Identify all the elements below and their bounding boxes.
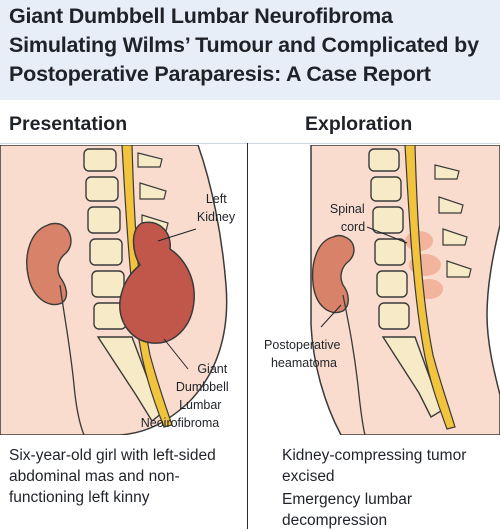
ureter (59, 284, 85, 435)
tumor-label: Giant Dumbbell Lumbar Neoirofibroma (141, 362, 232, 430)
vertebral-column (368, 148, 442, 418)
hematoma-label: Postoperative heamatoma (264, 338, 344, 370)
panel-divider (247, 143, 248, 529)
right-panel-kidney (311, 234, 355, 314)
left-kidney (26, 222, 72, 306)
kidney-label: Left Kidney (197, 192, 236, 224)
presentation-caption: Six-year-old girl with left-sided abdomi… (9, 447, 216, 506)
leader-lines (157, 228, 197, 370)
section-divider (0, 143, 500, 144)
presentation-illustration: Left Kidney Giant Dumbbell Lumbar Neoiro… (0, 145, 236, 435)
page-title: Giant Dumbbell Lumbar Neurofibroma Simul… (9, 4, 479, 86)
presentation-heading: Presentation (9, 113, 128, 135)
title-banner: Giant Dumbbell Lumbar Neurofibroma Simul… (0, 0, 500, 100)
exploration-illustration: Spinal cord Postoperative heamatoma (264, 145, 500, 435)
giant-dumbbell-tumor (119, 221, 195, 344)
ureter (342, 294, 366, 435)
spinous-processes (434, 164, 472, 278)
exploration-caption-excision: Kidney-compressing tumor excised (282, 447, 467, 485)
vertebral-column (83, 148, 163, 423)
exploration-heading: Exploration (305, 113, 413, 135)
leader-lines (320, 226, 408, 328)
spinal-cord (404, 145, 456, 430)
spinal-cord-label: Spinal cord (330, 202, 368, 234)
exploration-caption-decompression: Emergency lumbar decompression (282, 491, 413, 529)
